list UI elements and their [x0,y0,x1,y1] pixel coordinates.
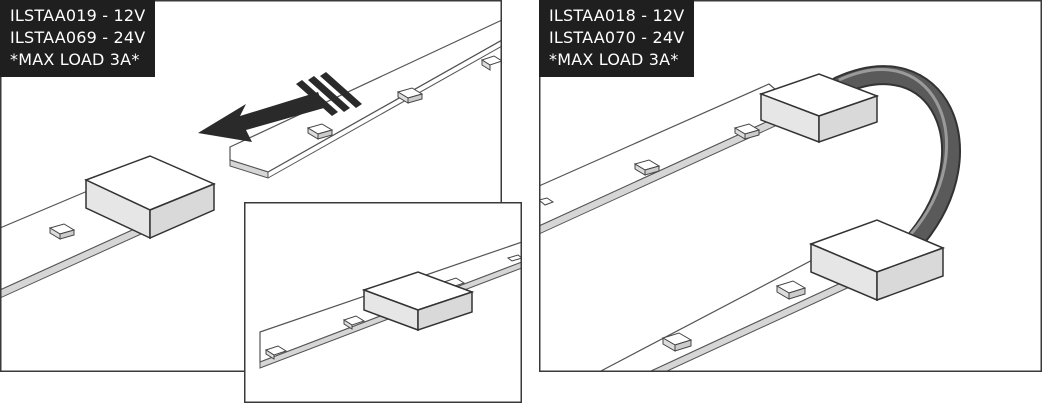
product-code-label: ILSTAA018 - 12V ILSTAA070 - 24V *MAX LOA… [539,0,695,77]
panel-border [539,0,1042,372]
strip-connector [84,155,216,240]
right-illustration-panel: ILSTAA018 - 12V ILSTAA070 - 24V *MAX LOA… [539,0,1042,372]
led-chip [396,87,424,104]
led-chip [506,254,522,262]
label-line: *MAX LOAD 3A* [10,50,140,69]
strip-connector [361,271,475,332]
label-line: ILSTAA070 - 24V [549,28,685,47]
led-chip [539,197,555,206]
right-illustration [539,0,1042,372]
strip-connector [758,73,880,144]
led-chip [264,345,288,360]
strip-segment-lower [598,245,871,372]
led-chip [733,123,761,140]
led-chip [633,159,661,176]
led-chip [661,332,693,352]
inset-detail-panel [244,202,522,403]
connector-cable [829,65,961,248]
strip-segment-upper [229,19,502,179]
label-line: ILSTAA018 - 12V [549,6,685,25]
led-chip [48,223,76,240]
inset-illustration [244,202,522,403]
strip-segment-upper [539,83,799,235]
led-chip [306,123,334,140]
label-line: ILSTAA069 - 24V [10,28,146,47]
panel-border [244,202,522,403]
strip-connector [808,219,946,302]
left-illustration [0,0,502,372]
label-line: *MAX LOAD 3A* [549,50,679,69]
led-chip [480,55,502,71]
led-chip [342,315,366,330]
label-line: ILSTAA019 - 12V [10,6,146,25]
led-chip [775,280,807,300]
product-code-label: ILSTAA019 - 12V ILSTAA069 - 24V *MAX LOA… [0,0,156,77]
insert-direction-arrow [198,72,362,142]
